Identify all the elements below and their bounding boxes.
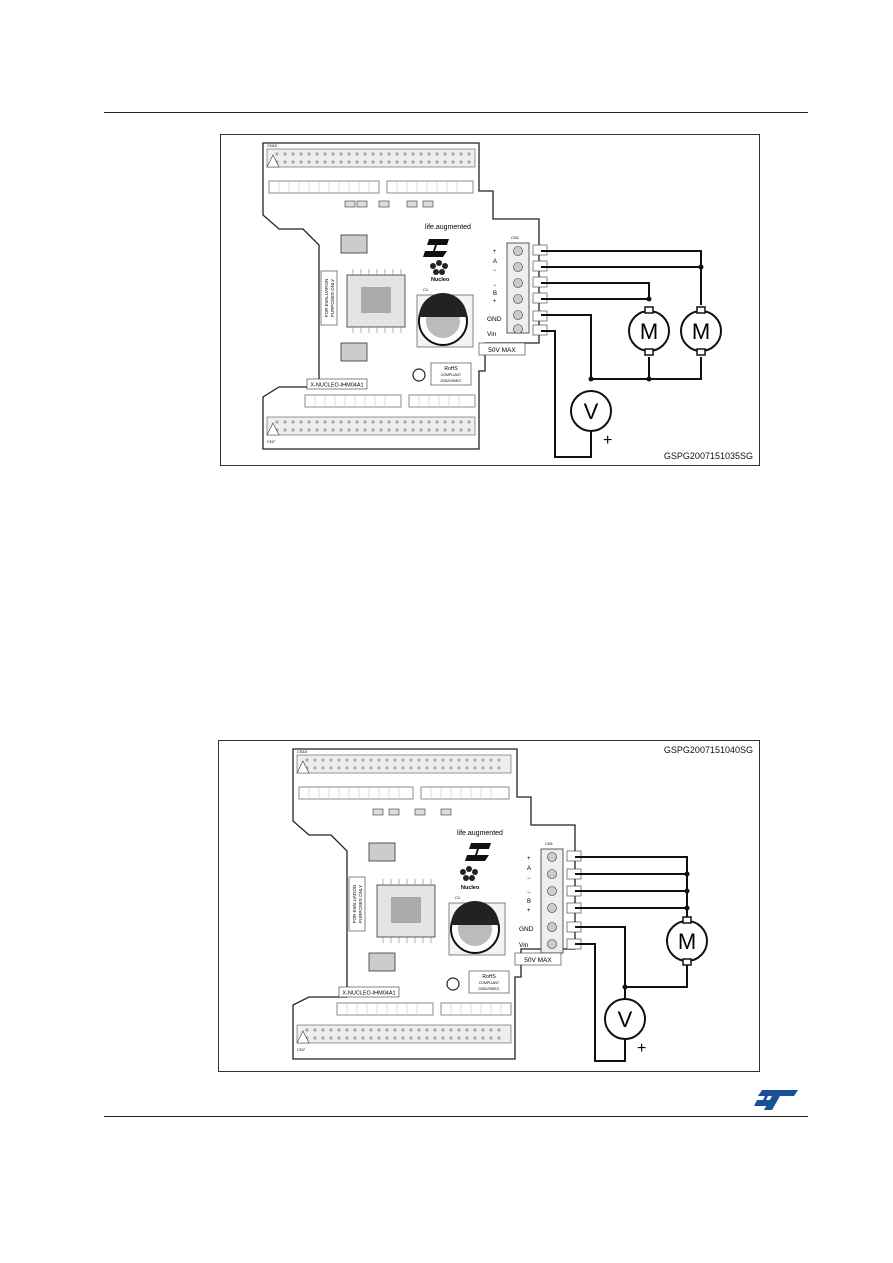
- rohs-line2: COMPLIANT: [441, 373, 462, 377]
- st-board-logo: [465, 843, 491, 861]
- footer-rule: [104, 1116, 808, 1117]
- eval-note-line1: FOR EVALUATION: [324, 279, 329, 318]
- supply-polarity: +: [603, 432, 612, 449]
- mosfet-1: [368, 842, 396, 862]
- board-name: X-NUCLEO-IHM04A1: [342, 991, 395, 997]
- st-board-logo: [423, 239, 449, 257]
- motor: M: [666, 916, 708, 966]
- top-morpho-header: [268, 180, 474, 194]
- platform-text: Nucleo: [461, 885, 480, 891]
- figure-2-id: GSPG2007151040SG: [663, 745, 753, 755]
- supply-label: V: [584, 399, 599, 424]
- terminal-block: CN1: [506, 235, 530, 334]
- motor-1-label: M: [640, 319, 658, 344]
- mosfet-2: [368, 952, 396, 972]
- supply-polarity: +: [637, 1040, 646, 1057]
- gnd-label: GND: [519, 926, 534, 933]
- figure-one-motor-wiring: CN10 FOR EVALUATION PURPOSES ONLY life.a…: [218, 740, 760, 1072]
- vin-label: Vin: [487, 331, 497, 338]
- bulk-capacitor: C1: [448, 895, 506, 956]
- terminal-label: CN1: [545, 841, 554, 846]
- gnd-label: GND: [487, 316, 502, 323]
- supply-label: V: [618, 1007, 633, 1032]
- rohs-line3: 2002/95/EC: [478, 986, 499, 991]
- term-b-label: B: [493, 291, 497, 297]
- top-morpho-header: [298, 786, 510, 800]
- st-logo: [754, 1090, 798, 1110]
- wiring: [541, 250, 702, 458]
- bottom-header-connector: CN7: [296, 1024, 512, 1052]
- bottom-morpho-header: [336, 1002, 512, 1016]
- figure-two-motor-wiring: CN10 FOR EVALUATION PURPOSES ONLY: [220, 134, 760, 466]
- figure-1-id: GSPG2007151035SG: [663, 451, 753, 461]
- mosfet-2: [340, 342, 368, 362]
- term-a-minus: −: [527, 876, 531, 882]
- voltage-source: V +: [570, 390, 612, 449]
- eval-note-line2: PURPOSES ONLY: [330, 279, 335, 317]
- mosfet-1: [340, 234, 368, 254]
- term-b-label: B: [527, 899, 531, 905]
- figure-1-drawing: CN10 FOR EVALUATION PURPOSES ONLY: [262, 142, 722, 458]
- platform-text: Nucleo: [431, 277, 450, 283]
- cap-label: C1: [455, 895, 461, 900]
- rohs-line1: RoHS: [482, 974, 496, 980]
- bottom-header-connector: CN7: [266, 416, 476, 444]
- nucleo-flower-icon: [430, 260, 448, 275]
- terminal-label: CN1: [511, 235, 520, 240]
- terminal-block: CN1: [540, 841, 564, 954]
- rohs-line1: RoHS: [444, 366, 458, 372]
- brand-text: life.augmented: [457, 830, 503, 837]
- term-a-label: A: [493, 259, 497, 265]
- recycle-icon: [412, 368, 426, 382]
- motor-1: M: [625, 303, 673, 356]
- motor-2: M: [680, 306, 722, 356]
- eval-note: FOR EVALUATION PURPOSES ONLY: [320, 270, 338, 326]
- term-a-label: A: [527, 866, 531, 872]
- eval-note-line2: PURPOSES ONLY: [358, 885, 363, 923]
- max-voltage-label: 50V MAX: [488, 347, 516, 354]
- term-b-minus: −: [527, 890, 531, 896]
- jumpers: [344, 200, 434, 208]
- eval-note-line1: FOR EVALUATION: [352, 885, 357, 924]
- bottom-morpho-header: [304, 394, 476, 408]
- eval-note: FOR EVALUATION PURPOSES ONLY: [348, 876, 366, 932]
- jumpers: [372, 808, 452, 816]
- term-b-plus: +: [493, 299, 497, 305]
- term-a-minus: −: [493, 268, 497, 274]
- term-a-plus: +: [527, 856, 531, 862]
- bottom-connector-label: CN7: [297, 1047, 306, 1052]
- board-name: X-NUCLEO-IHM04A1: [310, 383, 363, 389]
- top-connector-label: CN10: [267, 143, 278, 148]
- figure-2-drawing: CN10 FOR EVALUATION PURPOSES ONLY life.a…: [292, 748, 708, 1062]
- max-voltage-label: 50V MAX: [524, 957, 552, 964]
- term-a-plus: +: [493, 249, 497, 255]
- term-b-minus: −: [493, 283, 497, 289]
- top-header-connector: CN10: [266, 143, 476, 168]
- top-connector-label: CN10: [297, 749, 308, 754]
- bottom-connector-label: CN7: [267, 439, 276, 444]
- motor-2-label: M: [692, 319, 710, 344]
- nucleo-flower-icon: [460, 866, 478, 881]
- voltage-source: V +: [604, 998, 646, 1057]
- cap-label: C1: [423, 287, 429, 292]
- rohs-line2: COMPLIANT: [479, 981, 500, 985]
- rohs-line3: 2002/95/EC: [440, 378, 461, 383]
- recycle-icon: [446, 977, 460, 991]
- vin-label: Vin: [519, 942, 529, 949]
- header-rule: [104, 112, 808, 113]
- motor-label: M: [678, 929, 696, 954]
- top-header-connector: CN10: [296, 749, 512, 774]
- bulk-capacitor: C1: [416, 287, 474, 348]
- brand-text: life.augmented: [425, 224, 471, 231]
- term-b-plus: +: [527, 908, 531, 914]
